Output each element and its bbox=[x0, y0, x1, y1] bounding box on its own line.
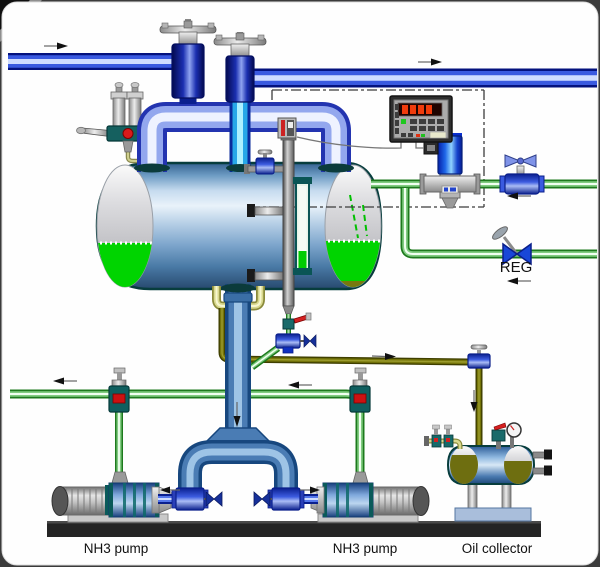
oil-collector-drain-ports[interactable] bbox=[532, 449, 552, 476]
sight-glass bbox=[293, 177, 312, 275]
flow-arrows bbox=[44, 42, 531, 494]
controller-led-red bbox=[416, 134, 420, 137]
reg-valve[interactable] bbox=[491, 225, 532, 266]
gauge-top-valve[interactable] bbox=[244, 149, 284, 175]
flow-arrow-reg-icon bbox=[507, 277, 531, 285]
oil-collector-gauge bbox=[506, 422, 522, 448]
signal-wires bbox=[296, 136, 424, 149]
flow-arrow-downcomer-icon bbox=[233, 402, 241, 427]
nh3-pump-right[interactable] bbox=[310, 471, 430, 523]
left-pump-check-valve[interactable] bbox=[108, 367, 130, 413]
outlet-stop-valve[interactable] bbox=[213, 32, 267, 103]
controller-led-green bbox=[401, 119, 406, 124]
inlet-stop-valve[interactable] bbox=[159, 19, 217, 99]
floor-beam bbox=[47, 521, 541, 537]
level-controller[interactable] bbox=[389, 95, 453, 143]
pump-suction-manifold bbox=[178, 440, 298, 500]
flow-arrow-inlet-icon bbox=[44, 42, 68, 50]
feed-stop-valve[interactable] bbox=[499, 154, 545, 195]
label-reg-valve: REG bbox=[500, 259, 533, 276]
label-nh3-pump-left: NH3 pump bbox=[84, 541, 149, 556]
level-gauge-assembly bbox=[247, 117, 312, 336]
flow-arrow-oil-horizontal-icon bbox=[371, 353, 396, 360]
label-oil-collector: Oil collector bbox=[462, 541, 533, 556]
oil-line-corner-valve[interactable] bbox=[467, 344, 491, 369]
level-transmitter-head bbox=[277, 117, 297, 139]
flow-arrow-feed-icon bbox=[507, 192, 531, 200]
oil-collector-inlet-valves[interactable] bbox=[424, 424, 463, 449]
flow-arrow-outlet-icon bbox=[418, 58, 442, 66]
label-nh3-pump-right: NH3 pump bbox=[333, 541, 398, 556]
nh3-separator-tank bbox=[95, 161, 383, 291]
oil-collector-vent-valve[interactable] bbox=[491, 422, 507, 449]
flow-arrow-oil-down-icon bbox=[470, 390, 478, 412]
flow-arrow-header-left-icon bbox=[53, 377, 77, 385]
gauge-drain-valve[interactable] bbox=[282, 312, 312, 330]
controller-led-green2 bbox=[421, 134, 425, 137]
controller-digits bbox=[402, 105, 432, 114]
liquid-downcomer bbox=[204, 283, 272, 443]
right-pump-check-valve[interactable] bbox=[349, 367, 371, 413]
reg-feed-line bbox=[400, 188, 597, 259]
controller-buttons[interactable] bbox=[395, 104, 444, 137]
gauge-return-line bbox=[249, 345, 281, 370]
labels: REG NH3 pump NH3 pump Oil collector bbox=[84, 259, 533, 556]
motor-ribs-left bbox=[65, 489, 103, 513]
motor-valve[interactable] bbox=[419, 133, 481, 209]
oil-collector bbox=[424, 422, 552, 522]
flow-arrow-suction-right-icon bbox=[300, 486, 320, 494]
right-suction-valve[interactable] bbox=[253, 487, 305, 511]
flow-arrow-header-mid-icon bbox=[288, 381, 312, 389]
flow-arrow-suction-left-icon bbox=[160, 486, 180, 494]
gauge-bottom-valve[interactable] bbox=[275, 333, 317, 354]
nh3-pump-left[interactable] bbox=[51, 471, 172, 523]
